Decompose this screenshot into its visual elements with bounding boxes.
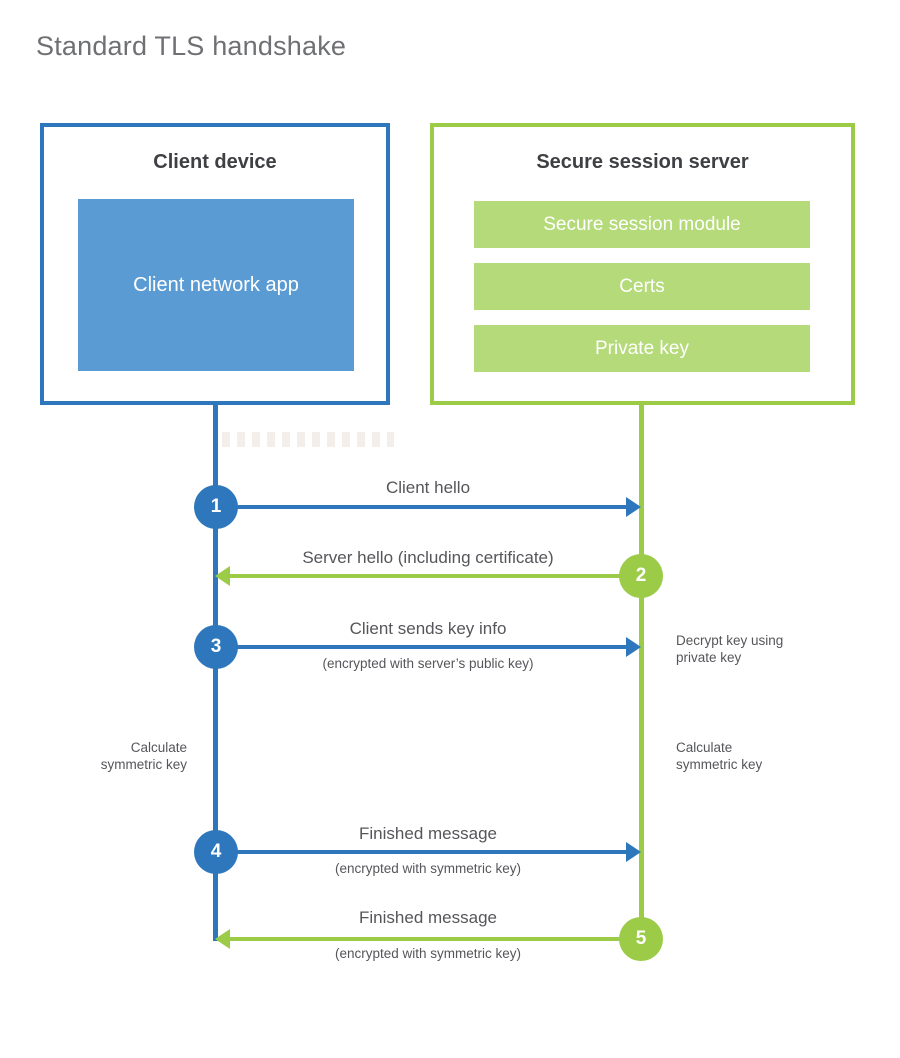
- server-certs-bar: Certs: [474, 263, 810, 310]
- ghost-marks: [222, 432, 394, 447]
- step-5-sublabel: (encrypted with symmetric key): [334, 946, 522, 961]
- step-4-label: Finished message: [359, 824, 497, 843]
- client-device-box: Client device Client network app: [40, 123, 390, 405]
- step-2-label: Server hello (including certificate): [302, 548, 554, 567]
- note-calc-right-line1: Calculate: [676, 740, 733, 755]
- note-decrypt-key-line2: private key: [676, 650, 742, 665]
- step-5-label: Finished message: [359, 908, 497, 927]
- step-5-badge: 5: [619, 917, 663, 961]
- server-box: Secure session server Secure session mod…: [430, 123, 855, 405]
- step-1-arrowhead-icon: [626, 497, 641, 517]
- step-4-arrow-shaft: [216, 850, 627, 854]
- note-calc-right-line2: symmetric key: [676, 757, 763, 772]
- client-lifeline: [213, 404, 218, 941]
- step-4-badge: 4: [194, 830, 238, 874]
- note-decrypt-key-line1: Decrypt key using: [676, 633, 784, 648]
- step-4-sublabel: (encrypted with symmetric key): [334, 861, 522, 876]
- step-5-arrow-shaft: [230, 937, 641, 941]
- note-calc-left-line1: Calculate: [130, 740, 187, 755]
- step-2-badge: 2: [619, 554, 663, 598]
- step-1-badge: 1: [194, 485, 238, 529]
- note-calc-left-line2: symmetric key: [100, 757, 187, 772]
- server-title: Secure session server: [536, 151, 749, 173]
- step-3-arrowhead-icon: [626, 637, 641, 657]
- step-2-arrowhead-icon: [215, 566, 230, 586]
- step-5-arrowhead-icon: [215, 929, 230, 949]
- page-title: Standard TLS handshake: [36, 31, 347, 61]
- step-3-label: Client sends key info: [349, 619, 507, 638]
- note-calculate-symmetric-key-left: Calculate symmetric key: [60, 739, 187, 773]
- step-3-badge: 3: [194, 625, 238, 669]
- note-calculate-symmetric-key-right: Calculate symmetric key: [676, 739, 803, 773]
- client-device-title: Client device: [153, 151, 277, 173]
- step-1-arrow-shaft: [216, 505, 627, 509]
- server-private-key-bar: Private key: [474, 325, 810, 372]
- step-1-label: Client hello: [385, 478, 471, 497]
- step-4-arrowhead-icon: [626, 842, 641, 862]
- step-3-sublabel: (encrypted with server’s public key): [322, 656, 534, 671]
- note-decrypt-key: Decrypt key using private key: [676, 632, 826, 666]
- server-lifeline: [639, 404, 644, 941]
- client-network-app-box: Client network app: [78, 199, 354, 371]
- server-module-bar: Secure session module: [474, 201, 810, 248]
- step-2-arrow-shaft: [230, 574, 641, 578]
- step-3-arrow-shaft: [216, 645, 627, 649]
